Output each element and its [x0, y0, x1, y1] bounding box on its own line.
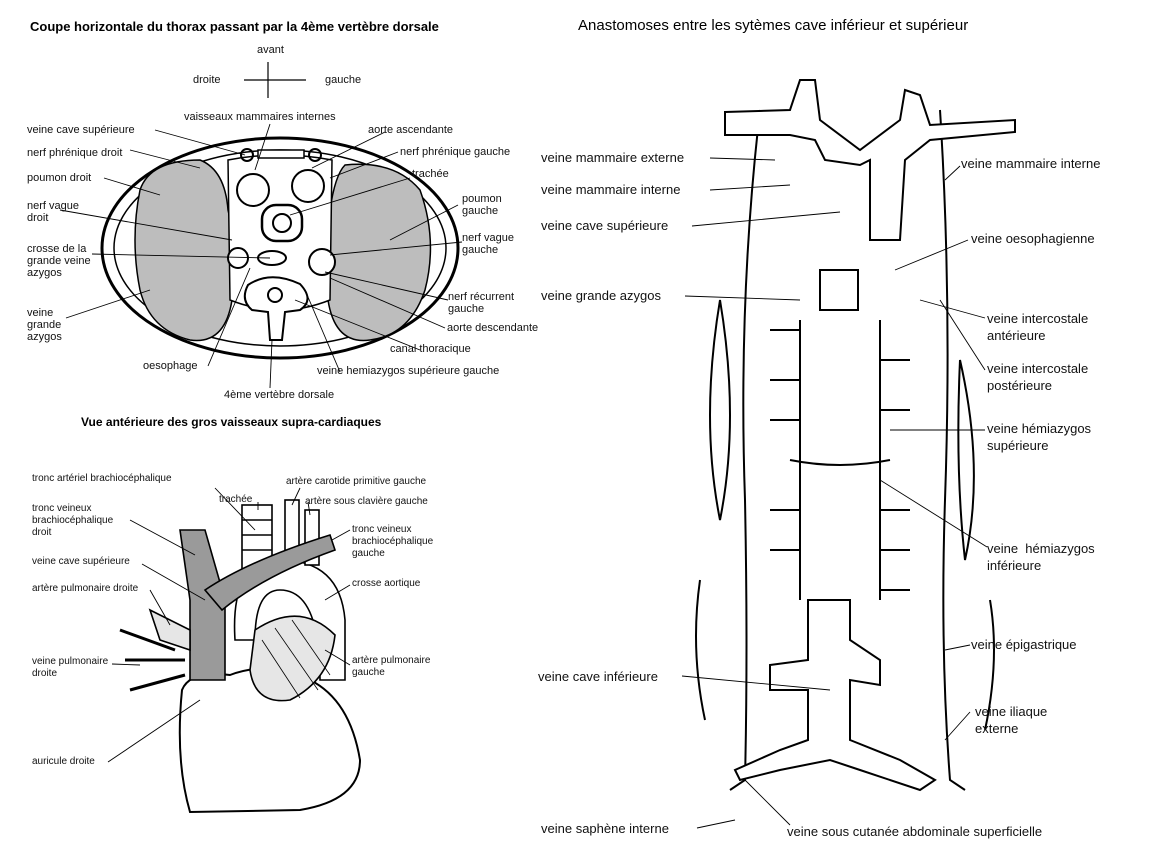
- label-intercostale-post: veine intercostale postérieure: [987, 361, 1089, 393]
- label-mammaires: vaisseaux mammaires internes: [184, 111, 336, 123]
- thorax-section-drawing: [100, 62, 460, 360]
- label-epigastrique: veine épigastrique: [971, 637, 1077, 652]
- label-hemiazygos-sup: veine hemiazygos supérieure gauche: [317, 365, 500, 377]
- label-phren-gauche: nerf phrénique gauche: [400, 146, 511, 158]
- label-tronc-arteriel: tronc artériel brachiocéphalique: [32, 473, 172, 484]
- label-thorax-trachee: trachée: [412, 168, 449, 180]
- anastomoses-drawing: [695, 79, 1016, 792]
- label-saphene: veine saphène interne: [541, 821, 669, 836]
- label-sous-claviere: artère sous clavière gauche: [305, 496, 428, 507]
- label-vessels-trachee: trachée: [219, 494, 253, 505]
- label-vessels-vcs: veine cave supérieure: [32, 556, 130, 567]
- label-canal-thoracique: canal thoracique: [390, 343, 471, 355]
- anastomoses-title: Anastomoses entre les sytèmes cave infér…: [578, 17, 969, 34]
- label-art-pulm-gauche: artère pulmonaire gauche: [352, 655, 431, 678]
- label-intercostale-ant: veine intercostale antérieure: [987, 311, 1089, 343]
- label-anast-grande-azygos: veine grande azygos: [541, 288, 661, 303]
- label-aorte-desc: aorte descendante: [447, 322, 539, 334]
- label-crosse-azygos: crosse de la grande veine azygos: [27, 243, 91, 279]
- thorax-leader-lines: [59, 123, 463, 389]
- label-sous-cutanee: veine sous cutanée abdominale superficie…: [787, 824, 1043, 839]
- label-tronc-veineux-gauche: tronc veineux brachiocéphalique gauche: [352, 524, 434, 559]
- vessels-title: Vue antérieure des gros vaisseaux supra-…: [81, 415, 382, 429]
- label-tronc-veineux-droit: tronc veineux brachiocéphalique droit: [32, 503, 114, 538]
- label-mammaire-interne-left: veine mammaire interne: [541, 182, 681, 197]
- label-vague-gauche: nerf vague gauche: [462, 232, 514, 256]
- label-droite: droite: [193, 74, 221, 86]
- label-poumon-droit: poumon droit: [27, 172, 92, 184]
- label-hemiazygos-superieure: veine hémiazygos supérieure: [987, 421, 1092, 453]
- label-mammaire-externe: veine mammaire externe: [541, 150, 685, 165]
- label-avant: avant: [257, 44, 284, 56]
- label-grande-azygos: veine grande azygos: [27, 307, 62, 343]
- label-vague-droit: nerf vague droit: [27, 200, 79, 224]
- label-gauche: gauche: [325, 74, 362, 86]
- label-vertebre: 4ème vertèbre dorsale: [224, 389, 335, 401]
- label-hemiazygos-inferieure: veine hémiazygos inférieure: [987, 541, 1095, 573]
- label-thorax-vcs: veine cave supérieure: [27, 124, 135, 136]
- label-vci: veine cave inférieure: [538, 669, 658, 684]
- label-poumon-gauche: poumon gauche: [462, 193, 502, 217]
- label-carotide: artère carotide primitive gauche: [286, 476, 427, 487]
- label-vein-pulm-droite: veine pulmonaire droite: [32, 656, 109, 679]
- label-oesophagienne: veine oesophagienne: [971, 231, 1095, 246]
- anastomoses-leader-lines: [681, 157, 988, 829]
- label-phren-droit: nerf phrénique droit: [27, 147, 123, 159]
- label-anast-vcs: veine cave supérieure: [541, 218, 669, 233]
- label-oesophage: oesophage: [143, 360, 198, 372]
- thorax-title: Coupe horizontale du thorax passant par …: [30, 19, 439, 34]
- label-mammaire-interne-right: veine mammaire interne: [961, 156, 1101, 171]
- label-iliaque: veine iliaque externe: [975, 704, 1048, 736]
- label-auricule: auricule droite: [32, 756, 95, 767]
- label-aorte-asc: aorte ascendante: [368, 124, 454, 136]
- label-art-pulm-droite: artère pulmonaire droite: [32, 583, 139, 594]
- label-crosse-aortique: crosse aortique: [352, 578, 421, 589]
- vessels-drawing: [119, 499, 362, 814]
- vessels-leader-lines: [107, 487, 351, 763]
- label-recurrent: nerf récurrent gauche: [448, 291, 515, 315]
